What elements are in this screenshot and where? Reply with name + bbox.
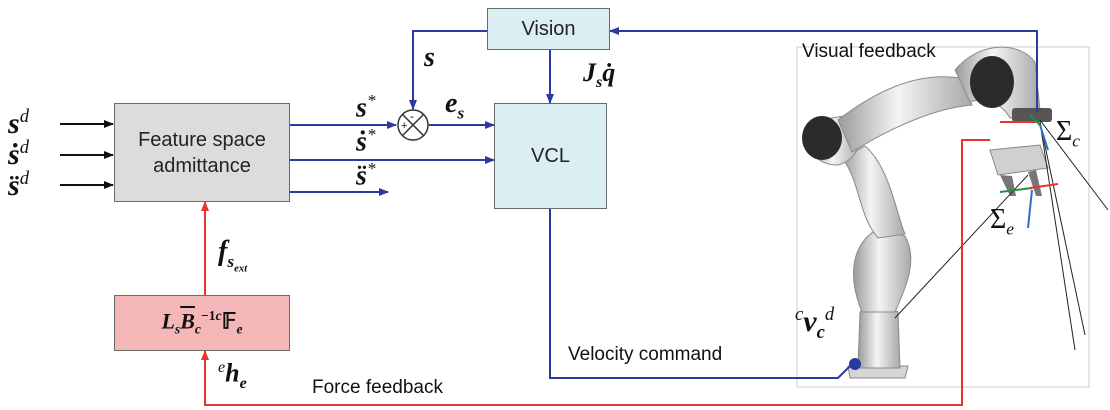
admittance-label: Feature space admittance — [138, 128, 266, 177]
label-s-star: s* — [356, 91, 376, 124]
vcl-block: VCL — [494, 103, 607, 209]
force-feedback-text: Force feedback — [312, 377, 443, 398]
frame-camera-label: Σc — [1056, 116, 1081, 151]
input-s-dot: ṡd — [8, 137, 29, 171]
arrow-s-feedback — [409, 30, 487, 110]
label-jacobian-qdot: Jsq̇ — [583, 58, 616, 92]
frame-effector-label: Σe — [990, 204, 1015, 239]
sum-minus: - — [410, 109, 414, 123]
vision-label: Vision — [521, 17, 576, 40]
vcl-label: VCL — [531, 144, 570, 167]
summing-junction — [397, 109, 429, 141]
input-s: sd — [8, 106, 29, 140]
visual-feedback-text: Visual feedback — [802, 41, 936, 62]
arrow-visual-feedback — [609, 27, 1038, 112]
label-s-ddot-star: s̈* — [356, 159, 376, 192]
label-wrench: ehe — [218, 358, 247, 392]
arrow-force-feedback — [201, 139, 990, 406]
label-error: es — [445, 88, 465, 123]
label-velocity: cvcd — [795, 304, 835, 343]
input-s-ddot: s̈d — [8, 168, 29, 202]
arrow-velocity-command — [549, 208, 851, 379]
vision-block: Vision — [487, 8, 610, 50]
label-s-dot-star: ṡ* — [356, 125, 376, 158]
sum-plus: + — [401, 120, 408, 132]
force-transform-block: LsBc−1c𝔽e — [114, 295, 290, 351]
feature-space-admittance-block: Feature space admittance — [114, 103, 290, 202]
velocity-command-text: Velocity command — [568, 344, 723, 365]
robot-arm-illustration — [802, 46, 1109, 379]
label-s-feedback: s — [424, 42, 435, 73]
label-force: fsext — [218, 236, 248, 275]
robot-frame — [796, 46, 1090, 388]
force-transform-formula: LsBc−1c𝔽e — [161, 308, 243, 338]
